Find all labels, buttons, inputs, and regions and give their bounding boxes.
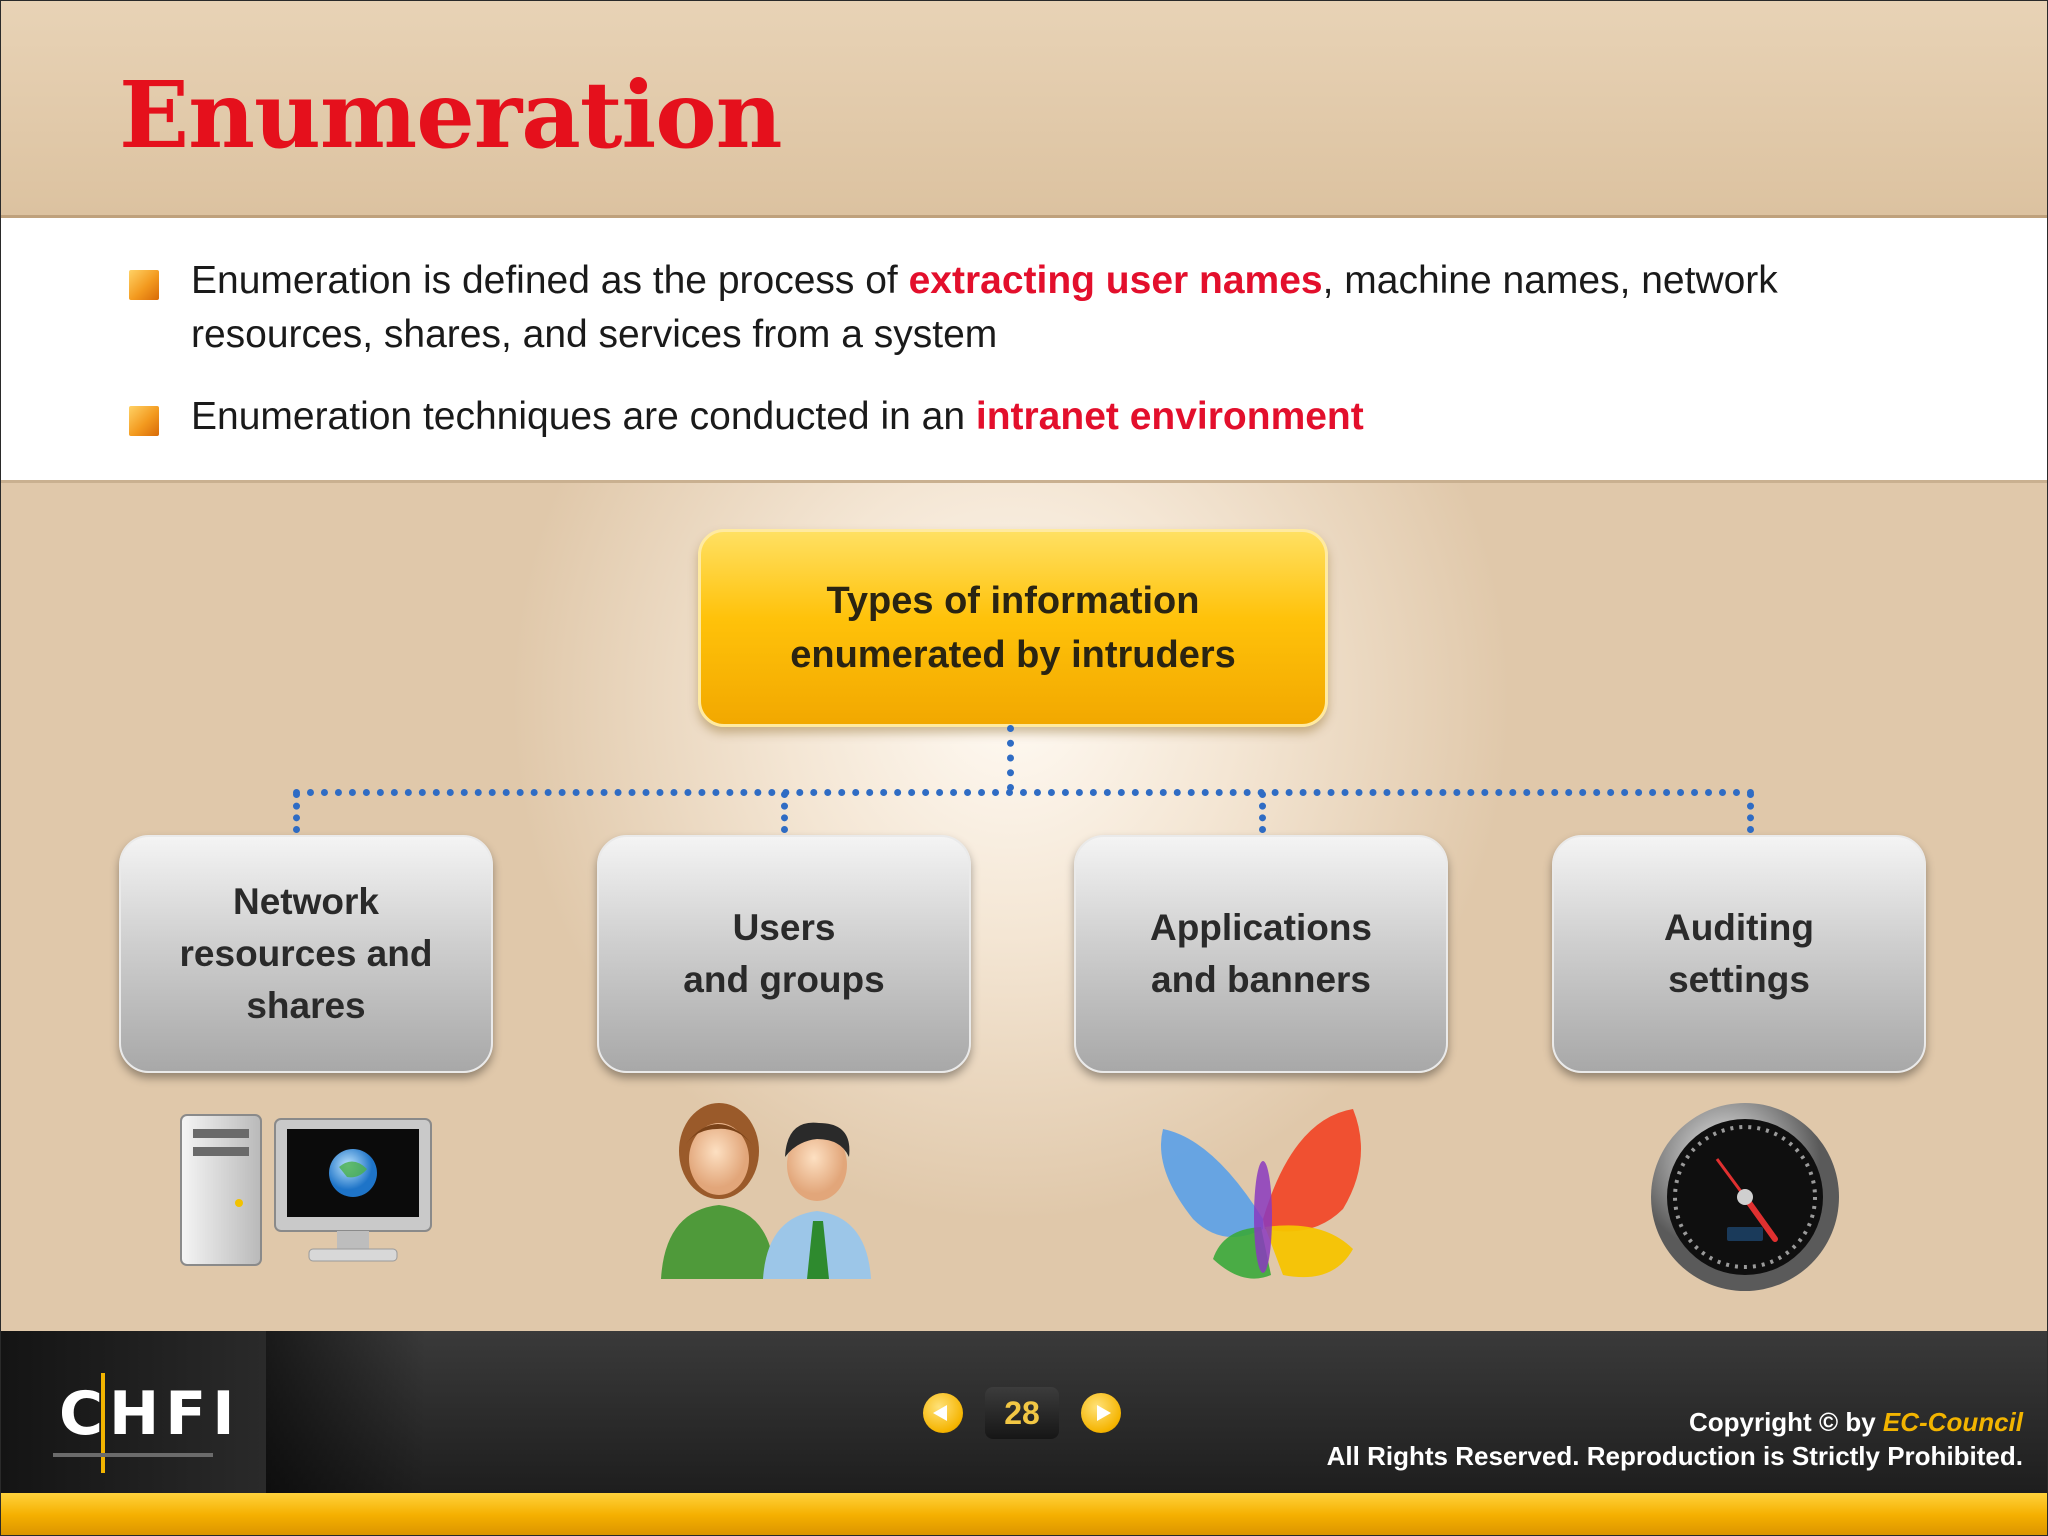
users-icon [661, 1103, 871, 1279]
copyright-rights: All Rights Reserved. Reproduction is Str… [1326, 1441, 2023, 1471]
bullet-text-post: , machine names, network [1322, 259, 1778, 302]
ec-council-brand: EC-Council [1882, 1407, 2023, 1437]
box-label-line: Users [732, 907, 836, 948]
box-label-line: Network [233, 881, 379, 922]
diagram-box-applications-banners: Applications and banners [1074, 835, 1448, 1073]
slide-header: Enumeration [1, 1, 2047, 218]
connector-drop-1 [293, 791, 300, 833]
bullet-text: Enumeration is defined as the process of… [191, 254, 1778, 362]
connector-drop-4 [1747, 791, 1754, 833]
diagram-box-network-resources: Network resources and shares [119, 835, 493, 1073]
diagram-root-box: Types of information enumerated by intrud… [698, 529, 1328, 727]
logo-panel [1, 1331, 266, 1493]
diagram-box-users-groups: Users and groups [597, 835, 971, 1073]
box-label: Applications and banners [1150, 902, 1372, 1006]
footer-shade [266, 1331, 426, 1493]
bullet-square-icon [129, 270, 159, 300]
chfi-logo: CHFI [59, 1379, 241, 1449]
bullet-text-pre: Enumeration is defined as the process of [191, 259, 909, 302]
box-label-line: shares [246, 985, 366, 1026]
bullet-highlight: extracting user names [908, 259, 1323, 302]
connector-trunk [1007, 725, 1014, 791]
bullet-text-pre: Enumeration techniques are conducted in … [191, 395, 976, 438]
box-label: Network resources and shares [180, 876, 433, 1032]
bullet-text: Enumeration techniques are conducted in … [191, 390, 1364, 444]
box-label-line: settings [1668, 959, 1810, 1000]
box-label-line: and groups [683, 959, 885, 1000]
pagination: 28 [923, 1387, 1123, 1443]
connector-drop-2 [781, 791, 788, 833]
prev-page-button[interactable] [923, 1393, 963, 1433]
box-label: Users and groups [683, 902, 884, 1006]
root-label-line1: Types of information [826, 580, 1200, 622]
connector-drop-3 [1259, 791, 1266, 833]
bullet-square-icon [129, 406, 159, 436]
bullet-text-line2: resources, shares, and services from a s… [191, 313, 998, 356]
box-label-line: Auditing [1663, 907, 1814, 948]
butterfly-icon [1161, 1109, 1361, 1279]
logo-subline [53, 1453, 213, 1457]
connector-bar [293, 789, 1755, 796]
box-label: Auditing settings [1664, 902, 1814, 1006]
chevron-right-icon [1097, 1405, 1111, 1421]
copyright-notice: Copyright © by EC-Council All Rights Res… [1327, 1405, 2023, 1473]
footer-gold-bar [1, 1493, 2047, 1535]
bullet-list: Enumeration is defined as the process of… [1, 218, 2047, 483]
box-label-line: Applications [1149, 907, 1373, 948]
diagram-box-auditing-settings: Auditing settings [1552, 835, 1926, 1073]
bullet-highlight: intranet environment [975, 395, 1364, 438]
diagram-root-label: Types of information enumerated by intrud… [753, 574, 1273, 682]
root-label-line2: enumerated by intruders [790, 634, 1236, 676]
slide-title: Enumeration [119, 61, 783, 169]
box-label-line: and banners [1151, 959, 1371, 1000]
computer-icon [180, 1114, 432, 1266]
slide-footer: CHFI 28 Copyright © by EC-Council All Ri… [1, 1331, 2047, 1493]
next-page-button[interactable] [1081, 1393, 1121, 1433]
gauge-icon [1651, 1103, 1839, 1291]
copyright-prefix: Copyright © by [1688, 1407, 1883, 1437]
box-label-line: resources and [179, 933, 433, 974]
page-number: 28 [985, 1387, 1059, 1439]
chevron-left-icon [933, 1405, 947, 1421]
logo-divider [101, 1373, 105, 1473]
